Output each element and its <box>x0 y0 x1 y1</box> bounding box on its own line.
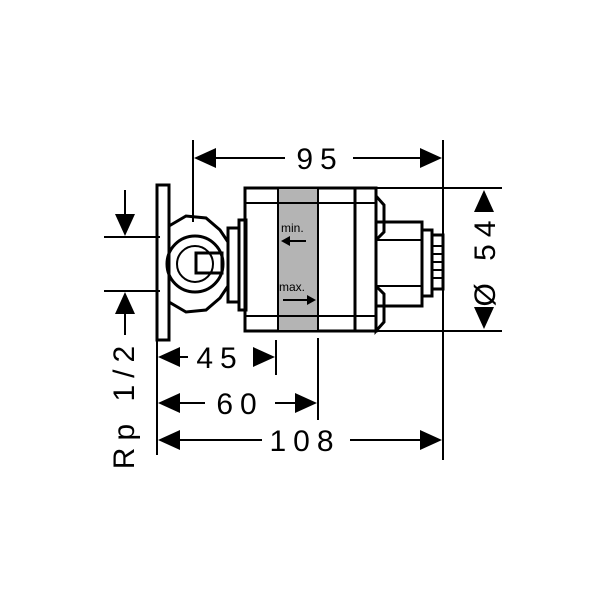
dimension-45: 45 <box>158 342 275 375</box>
scale-min-label: min. <box>281 221 304 235</box>
dimension-60-label: 60 <box>216 388 263 421</box>
dimension-108-label: 108 <box>269 425 340 458</box>
dimension-diameter-54: Ø 54 <box>469 190 502 329</box>
dimension-thread-label: Rp 1/2 <box>108 339 141 469</box>
scale-max: max. <box>279 280 316 305</box>
dimension-95: 95 <box>194 143 442 176</box>
valve-body <box>243 186 378 333</box>
pipe-connector <box>165 214 248 314</box>
scale-min: min. <box>281 221 306 246</box>
dimension-95-label: 95 <box>296 143 343 176</box>
cartridge-scale <box>277 187 319 332</box>
dimension-diameter-label: Ø 54 <box>469 213 502 306</box>
arrow-right-icon <box>307 295 316 305</box>
arrow-left-icon <box>281 236 290 246</box>
scale-max-label: max. <box>279 280 305 294</box>
outlet-spindle <box>374 192 445 335</box>
dimension-60: 60 <box>158 388 317 421</box>
dimension-108: 108 <box>158 425 442 458</box>
dimension-thread: Rp 1/2 <box>108 190 141 469</box>
dimension-45-label: 45 <box>196 342 243 375</box>
